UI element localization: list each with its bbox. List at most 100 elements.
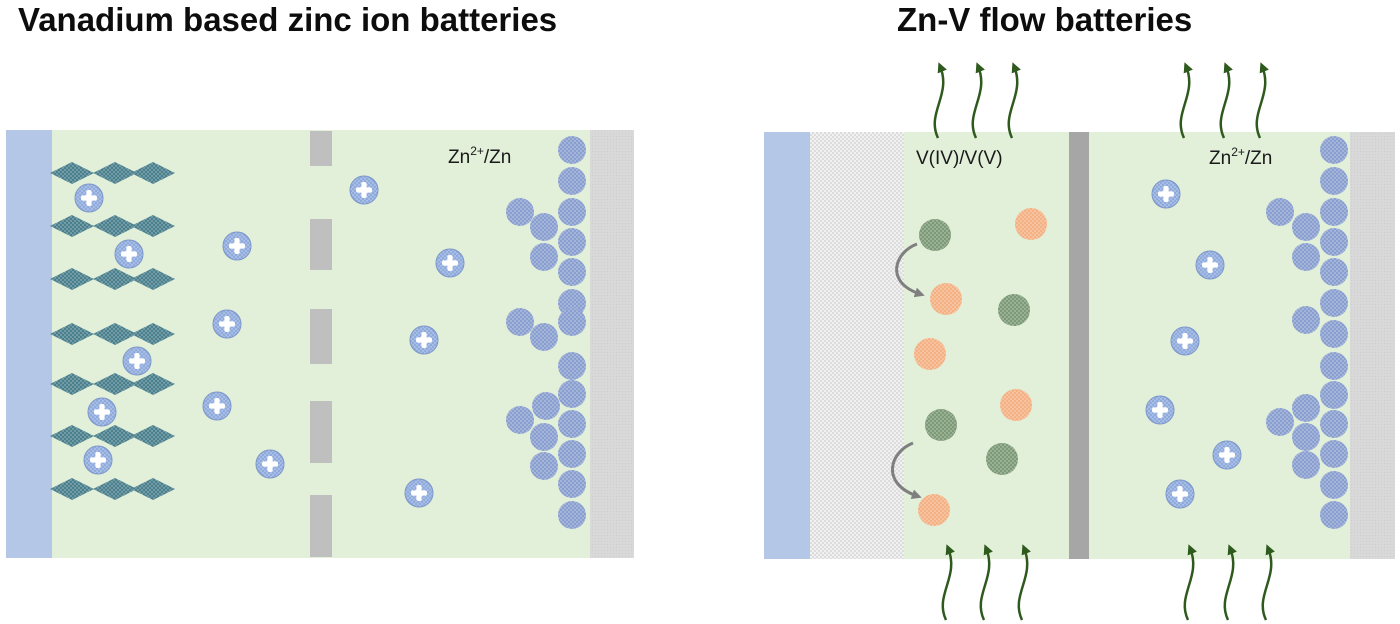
flow-arrow-icon — [941, 544, 955, 621]
zinc-deposit-icon — [1320, 198, 1348, 226]
plus-ion-icon — [1195, 250, 1225, 280]
plus-ion-icon — [222, 231, 252, 261]
zinc-deposit-icon — [1292, 451, 1320, 479]
v-v-species — [1015, 208, 1047, 240]
catholyte-label: V(IV)/V(V) — [916, 148, 1003, 169]
flow-arrow-icon — [1007, 62, 1021, 139]
zinc-deposit-icon — [558, 470, 586, 498]
right-panel-title: Zn-V flow batteries — [897, 1, 1193, 38]
zinc-deposit-icon — [1320, 501, 1348, 529]
right-anode-label: Zn2+/Zn — [1209, 145, 1272, 169]
plus-ion-icon — [349, 175, 379, 205]
left-separator — [310, 131, 332, 557]
zinc-deposit-icon — [532, 392, 560, 420]
v-iv-species — [919, 219, 951, 251]
plus-ion-icon — [435, 248, 465, 278]
zinc-deposit-icon — [558, 501, 586, 529]
plus-ion-icon — [1170, 326, 1200, 356]
zinc-deposit-icon — [558, 352, 586, 380]
plus-ion-icon — [212, 309, 242, 339]
zinc-deposit-icon — [1320, 320, 1348, 348]
separator-segment — [310, 131, 332, 166]
zinc-deposit-icon — [1320, 289, 1348, 317]
separator-segment — [310, 309, 332, 364]
zinc-deposit-icon — [1320, 167, 1348, 195]
zinc-deposit-icon — [1266, 408, 1294, 436]
zinc-deposit-icon — [1292, 243, 1320, 271]
zinc-deposit-icon — [1320, 228, 1348, 256]
plus-ion-icon — [255, 449, 285, 479]
right-membrane — [1069, 132, 1089, 559]
zinc-deposit-icon — [1320, 136, 1348, 164]
flow-arrow-icon — [1017, 544, 1031, 621]
porous-carbon-electrode — [810, 132, 904, 559]
v-iv-species — [925, 409, 957, 441]
plus-ion-icon — [83, 445, 113, 475]
flow-arrow-icon — [1219, 62, 1233, 139]
redox-arrow-icon — [895, 242, 925, 298]
zinc-deposit-icon — [558, 136, 586, 164]
zinc-deposit-icon — [558, 440, 586, 468]
zinc-deposit-icon — [558, 380, 586, 408]
flow-arrow-icon — [1183, 544, 1197, 621]
zinc-deposit-icon — [558, 258, 586, 286]
plus-ion-icon — [409, 325, 439, 355]
plus-ion-icon — [1165, 479, 1195, 509]
zinc-deposit-icon — [1292, 394, 1320, 422]
right-electrolyte — [904, 132, 1350, 559]
zinc-deposit-icon — [1320, 440, 1348, 468]
v-v-species — [1000, 389, 1032, 421]
left-cathode-collector — [6, 130, 52, 558]
zinc-deposit-icon — [558, 410, 586, 438]
flow-arrow-icon — [1255, 62, 1269, 139]
right-zinc-anode-texture — [1350, 132, 1395, 559]
redox-arrows — [891, 242, 925, 500]
plus-ion-icon — [114, 239, 144, 269]
flow-arrow-icon — [1223, 544, 1237, 621]
zinc-deposit-icon — [1266, 198, 1294, 226]
plus-ion-icon — [1145, 395, 1175, 425]
zinc-deposit-icon — [1320, 471, 1348, 499]
zinc-deposit-icon — [1320, 352, 1348, 380]
v-v-species — [918, 494, 950, 526]
zinc-deposit-icon — [530, 243, 558, 271]
zinc-deposit-icon — [1320, 381, 1348, 409]
v-iv-species — [998, 294, 1030, 326]
zinc-deposit-icon — [1292, 423, 1320, 451]
zinc-deposit-icon — [1320, 258, 1348, 286]
zinc-deposit-icon — [530, 452, 558, 480]
flow-arrow-icon — [1261, 544, 1275, 621]
redox-arrow-icon — [891, 441, 922, 500]
right-current-collector — [764, 132, 810, 559]
zinc-deposit-icon — [506, 406, 534, 434]
plus-ion-icon — [202, 391, 232, 421]
zinc-deposit-icon — [558, 308, 586, 336]
plus-ion-icon — [87, 397, 117, 427]
zinc-ion-battery-cell: Zn2+/Zn — [6, 130, 634, 558]
zinc-deposit-icon — [530, 323, 558, 351]
zinc-deposit-icon — [558, 198, 586, 226]
flow-arrow-icon — [933, 62, 947, 139]
plus-ion-icon — [74, 183, 104, 213]
plus-ion-icon — [1212, 440, 1242, 470]
zinc-deposit-icon — [506, 308, 534, 336]
zinc-deposit-icon — [558, 167, 586, 195]
v-v-species — [914, 338, 946, 370]
zn-v-flow-battery-cell: V(IV)/V(V) Zn2+/Zn — [764, 62, 1395, 621]
left-anode-label: Zn2+/Zn — [448, 144, 511, 168]
vanadium-species — [914, 208, 1047, 526]
separator-segment — [310, 401, 332, 463]
electrolyte-flow-arrows — [933, 62, 1275, 621]
zinc-deposit-icon — [558, 228, 586, 256]
flow-arrow-icon — [1179, 62, 1193, 139]
zinc-deposit-icon — [506, 198, 534, 226]
plus-ion-icon — [1151, 179, 1181, 209]
v-iv-species — [986, 443, 1018, 475]
zinc-deposit-icon — [1320, 410, 1348, 438]
zinc-deposit-icon — [530, 213, 558, 241]
v-v-species — [930, 283, 962, 315]
flow-arrow-icon — [971, 62, 985, 139]
plus-ion-icon — [404, 478, 434, 508]
left-zinc-anode-texture — [590, 130, 634, 558]
left-panel-title: Vanadium based zinc ion batteries — [18, 1, 558, 38]
